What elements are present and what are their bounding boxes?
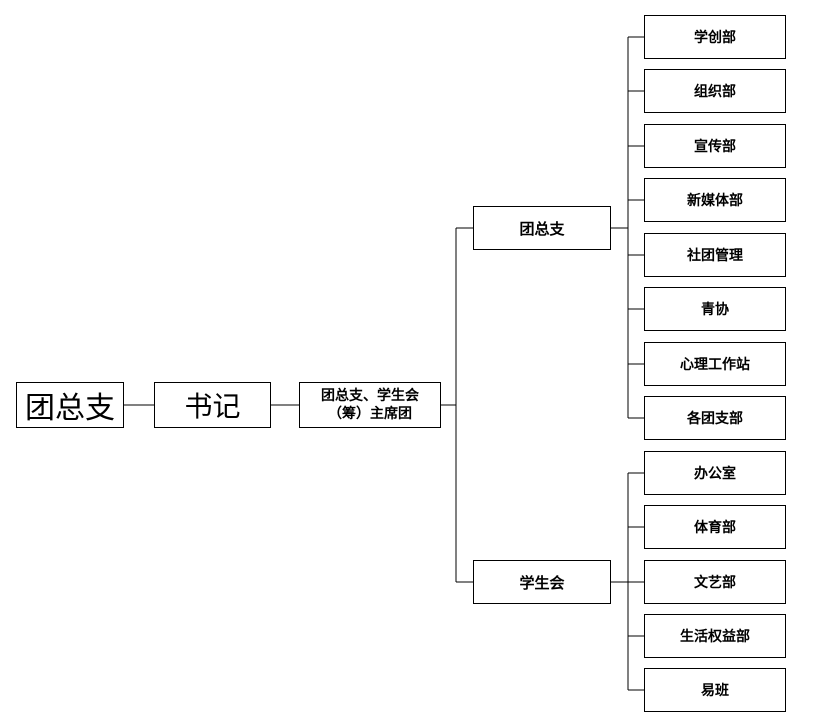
node-branch-league-label: 团总支 <box>519 219 565 238</box>
dept-node: 社团管理 <box>644 233 786 277</box>
node-presidium: 团总支、学生会 （筹）主席团 <box>299 382 441 428</box>
dept-label: 学创部 <box>694 30 736 46</box>
dept-node: 易班 <box>644 668 786 712</box>
dept-node: 生活权益部 <box>644 614 786 658</box>
dept-label: 社团管理 <box>687 248 743 264</box>
dept-label: 文艺部 <box>694 575 736 591</box>
dept-label: 青协 <box>701 302 729 318</box>
dept-node: 体育部 <box>644 505 786 549</box>
dept-label: 新媒体部 <box>687 193 743 209</box>
node-branch-union: 学生会 <box>473 560 611 604</box>
dept-node: 新媒体部 <box>644 178 786 222</box>
dept-node: 心理工作站 <box>644 342 786 386</box>
node-secretary: 书记 <box>154 382 271 428</box>
node-branch-league: 团总支 <box>473 206 611 250</box>
dept-node: 各团支部 <box>644 396 786 440</box>
dept-label: 办公室 <box>694 466 736 482</box>
dept-label: 易班 <box>701 683 729 699</box>
dept-node: 青协 <box>644 287 786 331</box>
dept-node: 宣传部 <box>644 124 786 168</box>
dept-node: 文艺部 <box>644 560 786 604</box>
dept-label: 各团支部 <box>687 411 743 427</box>
dept-node: 组织部 <box>644 69 786 113</box>
dept-node: 办公室 <box>644 451 786 495</box>
node-presidium-line2: （筹）主席团 <box>328 406 412 422</box>
node-root-label: 团总支 <box>25 391 115 426</box>
dept-label: 生活权益部 <box>680 629 750 645</box>
dept-label: 体育部 <box>694 520 736 536</box>
node-presidium-line1: 团总支、学生会 <box>321 388 419 404</box>
node-branch-union-label: 学生会 <box>519 573 565 592</box>
node-root: 团总支 <box>16 382 124 428</box>
node-secretary-label: 书记 <box>184 390 241 423</box>
dept-label: 宣传部 <box>694 139 736 155</box>
dept-label: 组织部 <box>694 84 736 100</box>
dept-node: 学创部 <box>644 15 786 59</box>
dept-label: 心理工作站 <box>680 357 750 373</box>
